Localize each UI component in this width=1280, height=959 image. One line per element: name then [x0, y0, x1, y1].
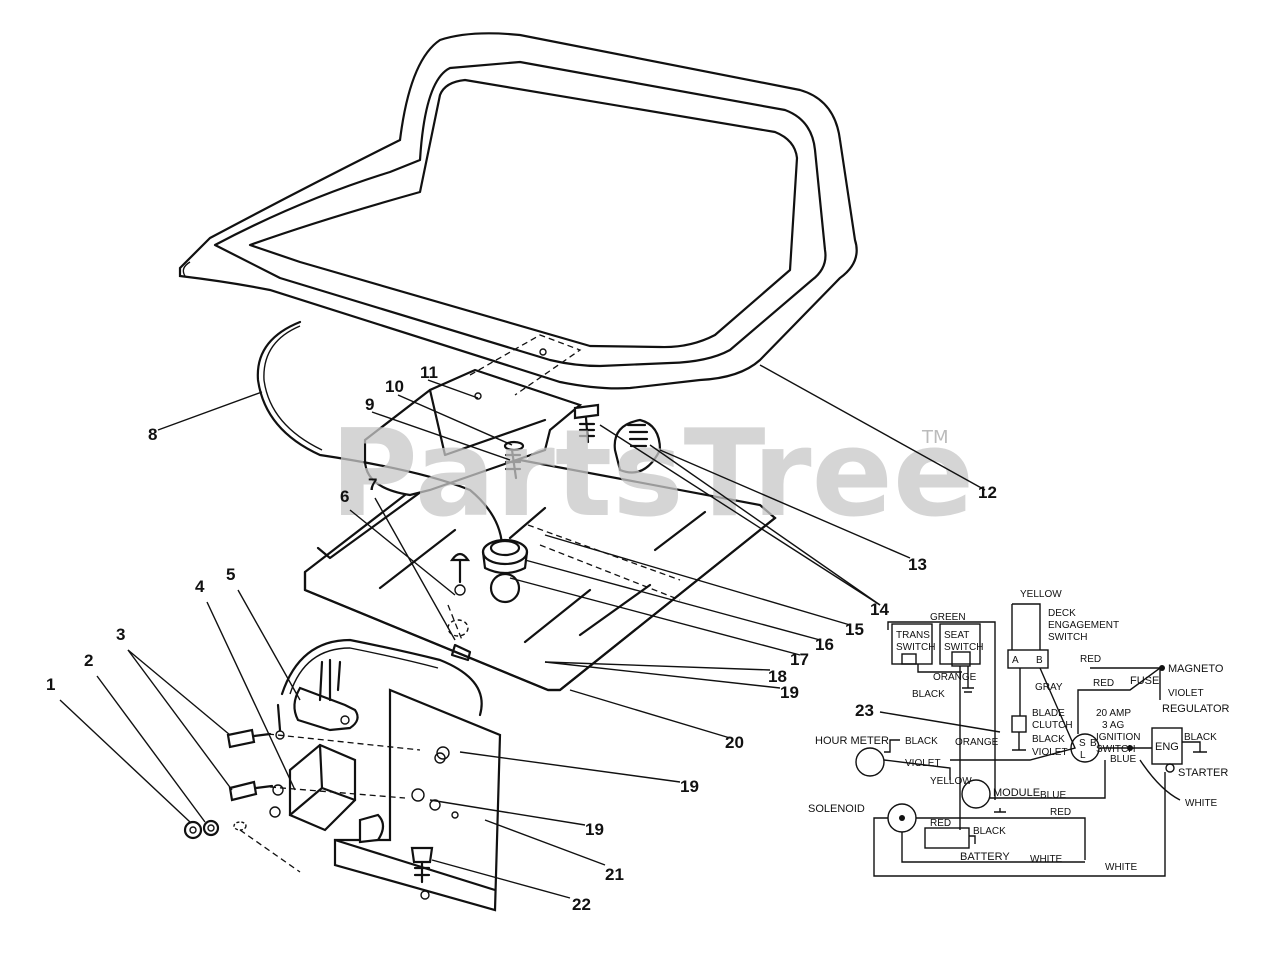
callout-15: 15 — [845, 620, 864, 639]
deck-switch-box — [1007, 649, 1049, 669]
fuse-rating-1: 20 AMP — [1096, 708, 1131, 719]
magneto-label: MAGNETO — [1168, 663, 1224, 675]
callout-3: 3 — [116, 625, 125, 644]
leader-lines — [59, 364, 1001, 899]
mounting-bracket-part — [333, 688, 502, 912]
hour-meter-label: HOUR METER — [815, 735, 889, 747]
callout-19c: 19 — [585, 820, 604, 839]
callout-numbers: 1 2 3 4 5 6 7 8 9 10 11 12 13 14 15 16 1… — [46, 363, 997, 914]
wire-red-top-label: RED — [1080, 654, 1101, 665]
fuse-label: FUSE — [1130, 675, 1159, 687]
watermark: PartsTree TM — [330, 405, 974, 544]
battery-box — [924, 827, 970, 849]
blade-clutch-box — [1011, 715, 1027, 733]
watermark-tm: TM — [921, 427, 949, 448]
wire-red-bat-label: RED — [930, 818, 951, 829]
wire-black-hm-label: BLACK — [905, 736, 938, 747]
callout-22: 22 — [572, 895, 591, 914]
module-label: MODULE — [993, 787, 1040, 799]
grommet-part — [481, 538, 529, 575]
callout-23: 23 — [855, 701, 874, 720]
callout-6: 6 — [340, 487, 349, 506]
wire-violet-ign-label: VIOLET — [1032, 747, 1068, 758]
callout-14: 14 — [870, 600, 889, 619]
wire-blue-ign-label: BLUE — [1110, 754, 1136, 765]
callout-10: 10 — [385, 377, 404, 396]
seat-switch-cable — [256, 320, 504, 547]
wire-white-bottom-label: WHITE — [1105, 862, 1138, 873]
callout-13: 13 — [908, 555, 927, 574]
hour-meter-symbol — [855, 747, 885, 777]
watermark-text: PartsTree — [330, 405, 974, 544]
callout-4: 4 — [195, 577, 205, 596]
ign-terminal-s: S — [1079, 738, 1086, 749]
callout-19a: 19 — [780, 683, 799, 702]
ignition-switch-symbol — [1070, 733, 1100, 763]
seat-pan-part — [303, 458, 777, 692]
wire-yellow-mod-label: YELLOW — [930, 776, 972, 787]
callout-16: 16 — [815, 635, 834, 654]
battery-label: BATTERY — [960, 851, 1010, 863]
seat-switch-box — [939, 623, 981, 665]
wire-red-mod-label: RED — [1050, 807, 1071, 818]
seat-part — [178, 32, 858, 390]
ign-terminal-l: L — [1080, 750, 1086, 761]
solenoid-part — [183, 728, 450, 884]
wire-orange2-label: ORANGE — [955, 737, 999, 748]
callout-5: 5 — [226, 565, 235, 584]
wire-black-clutch-label: BLACK — [1032, 734, 1065, 745]
ignition-label-1: IGNITION — [1096, 732, 1140, 743]
callout-19b: 19 — [680, 777, 699, 796]
deck-terminal-b: B — [1036, 655, 1043, 666]
seat-switch-label-1: SEAT — [944, 630, 969, 641]
solenoid-label: SOLENOID — [808, 803, 865, 815]
seat-switch-label-2: SWITCH — [944, 642, 983, 653]
blade-clutch-label-1: BLADE — [1032, 708, 1065, 719]
deck-switch-label-2: ENGAGEMENT — [1048, 620, 1119, 631]
wire-white-starter-label: WHITE — [1185, 798, 1218, 809]
module-symbol — [961, 779, 991, 809]
wire-black-reg-label: BLACK — [1184, 732, 1217, 743]
callout-2: 2 — [84, 651, 93, 670]
regulator-label: REGULATOR — [1162, 703, 1229, 715]
callout-17: 17 — [790, 650, 809, 669]
callout-21: 21 — [605, 865, 624, 884]
wire-orange1-label: ORANGE — [933, 672, 977, 683]
wire-white-bat-label: WHITE — [1030, 854, 1063, 865]
fuse-rating-2: 3 AG — [1102, 720, 1124, 731]
callout-18: 18 — [768, 667, 787, 686]
callout-20: 20 — [725, 733, 744, 752]
trans-switch-label-1: TRANS — [896, 630, 930, 641]
seat-springs-part — [573, 403, 662, 474]
wiring-schematic: TRANS SWITCH SEAT SWITCH GREEN ORANGE BL… — [808, 589, 1229, 877]
wire-yellow-top-label: YELLOW — [1020, 589, 1062, 600]
engine-box — [1151, 727, 1183, 765]
deck-switch-label-3: SWITCH — [1048, 632, 1087, 643]
callout-8: 8 — [148, 425, 157, 444]
wire-blue-mod-label: BLUE — [1040, 790, 1066, 801]
callout-1: 1 — [46, 675, 55, 694]
wire-black-bat-label: BLACK — [973, 826, 1006, 837]
wire-red-ign-label: RED — [1093, 678, 1114, 689]
callout-7: 7 — [368, 475, 377, 494]
deck-terminal-a: A — [1012, 655, 1019, 666]
wire-black-seat-label: BLACK — [912, 689, 945, 700]
lower-harness — [275, 638, 483, 740]
blade-clutch-label-2: CLUTCH — [1032, 720, 1073, 731]
wire-violet-reg-label: VIOLET — [1168, 688, 1204, 699]
ignition-label-2: SWITCH — [1096, 744, 1135, 755]
callout-11: 11 — [420, 363, 438, 382]
callout-12: 12 — [978, 483, 997, 502]
callout-9: 9 — [365, 395, 374, 414]
engine-label: ENG — [1155, 741, 1179, 753]
wire-green-label: GREEN — [930, 612, 966, 623]
ign-terminal-b: B — [1090, 738, 1097, 749]
wire-violet-hm-label: VIOLET — [905, 758, 941, 769]
deck-switch-label-1: DECK — [1048, 608, 1076, 619]
starter-label: STARTER — [1178, 767, 1228, 779]
trans-switch-label-2: SWITCH — [896, 642, 935, 653]
